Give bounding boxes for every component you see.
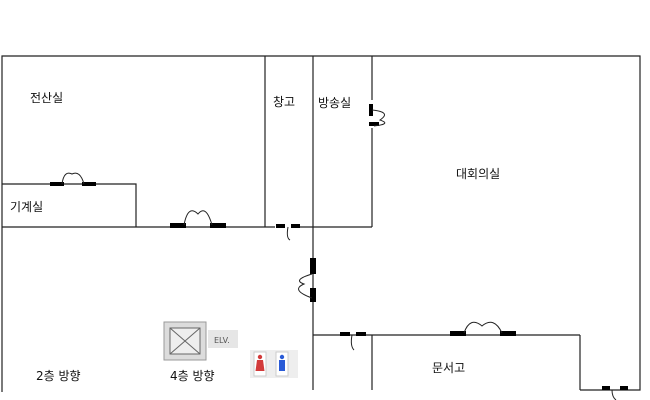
door-east-exit <box>602 386 628 400</box>
door-conference-room-west <box>298 258 316 302</box>
door-corridor <box>340 332 366 351</box>
door-archive <box>450 321 516 336</box>
room-server-label: 전산실 <box>30 91 63 105</box>
room-storage-label: 창고 <box>273 95 295 109</box>
direction-floor2-label: 2층 방향 <box>36 369 81 383</box>
male-restroom-icon <box>279 354 285 371</box>
door-broadcast-room <box>369 104 386 127</box>
direction-floor4-label: 4층 방향 <box>170 369 215 383</box>
door-server-room <box>170 210 226 228</box>
female-restroom-icon <box>255 354 265 371</box>
room-machine-label: 기계실 <box>10 200 43 214</box>
door-storage <box>276 224 300 241</box>
room-archive-label: 문서고 <box>432 361 465 375</box>
wall-machine-room <box>2 183 137 227</box>
room-conference-label: 대회의실 <box>456 167 500 181</box>
room-broadcast-label: 방송실 <box>318 96 351 110</box>
door-machine-room <box>50 172 96 186</box>
elevator-icon <box>163 321 238 361</box>
elevator-label: ELV. <box>214 336 230 345</box>
